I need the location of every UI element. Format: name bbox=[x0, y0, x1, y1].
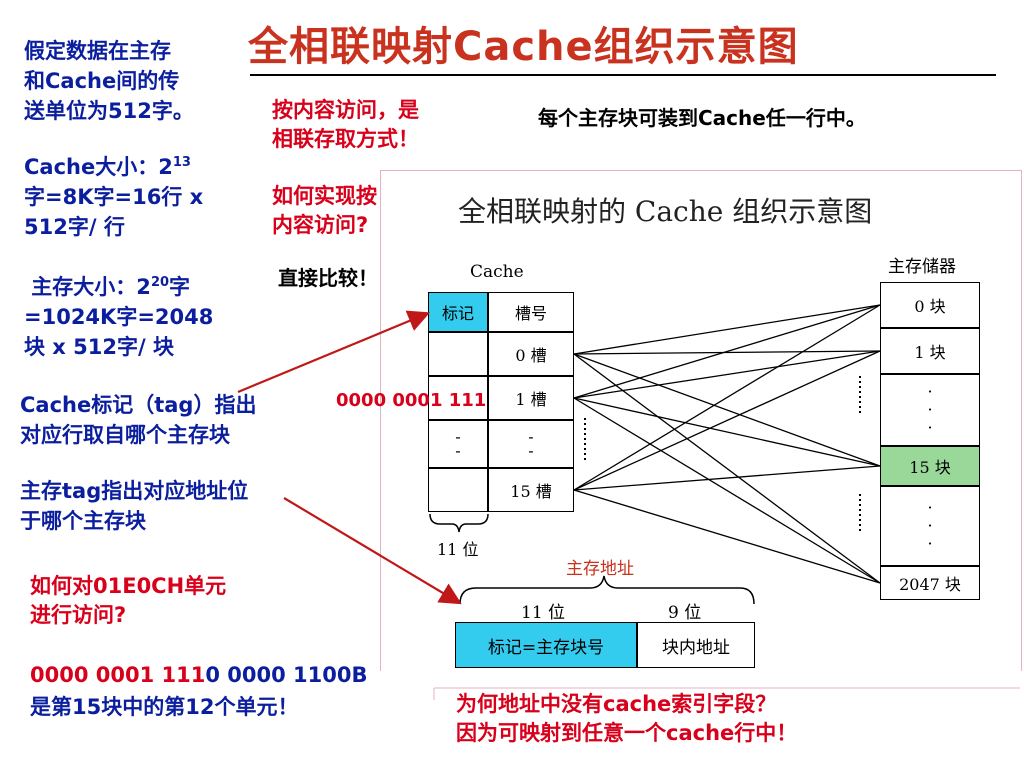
exponent: 13 bbox=[172, 155, 191, 170]
address-tag-field: 标记=主存块号 bbox=[455, 622, 637, 668]
note-any-line: 每个主存块可装到Cache任一行中。 bbox=[538, 106, 866, 130]
address-tag-width: 11 位 bbox=[521, 603, 566, 623]
address-label: 主存地址 bbox=[566, 559, 634, 579]
cache-tag-ellipsis: - - bbox=[428, 420, 488, 468]
figure-panel bbox=[380, 170, 1022, 671]
memory-ellipsis: · · · bbox=[880, 374, 980, 446]
cache-slot-15: 15 槽 bbox=[488, 468, 574, 512]
note-transfer-unit: 假定数据在主存 和Cache间的传 送单位为512字。 bbox=[24, 36, 194, 126]
address-tag-bits: 0000 0001 111 bbox=[30, 663, 206, 687]
note-line: 送单位为512字。 bbox=[24, 99, 194, 123]
note-line: 内容访问? bbox=[272, 213, 369, 237]
note-line: 进行访问? bbox=[30, 603, 127, 627]
cache-slot-1: 1 槽 bbox=[488, 376, 574, 420]
note-line: 512字/ 行 bbox=[24, 215, 125, 239]
note-line: =1024K字=2048 bbox=[24, 305, 214, 329]
direct-compare: 直接比较！ bbox=[278, 266, 378, 290]
address-binary: 0000 0001 1110 0000 1100B bbox=[30, 660, 368, 690]
memory-block-15: 15 块 bbox=[880, 446, 980, 486]
memory-block-2047: 2047 块 bbox=[880, 566, 980, 600]
question-no-index: 为何地址中没有cache索引字段？ 因为可映射到任意一个cache行中！ bbox=[456, 690, 797, 748]
note-line: 主存大小：2 bbox=[24, 275, 151, 299]
question-access: 如何对01E0CH单元 进行访问? bbox=[30, 572, 226, 630]
cache-label: Cache bbox=[470, 262, 524, 282]
note-line: 因为可映射到任意一个cache行中！ bbox=[456, 721, 798, 745]
arrow-memory-tag bbox=[283, 497, 462, 605]
note-line: 对应行取自哪个主存块 bbox=[20, 423, 230, 447]
cache-slot-ellipsis: - - bbox=[488, 420, 574, 468]
note-memory-tag: 主存tag指出对应地址位 于哪个主存块 bbox=[20, 476, 248, 536]
note-cache-tag: Cache标记（tag）指出 对应行取自哪个主存块 bbox=[20, 390, 256, 450]
memory-ellipsis: · · · bbox=[880, 486, 980, 566]
cache-tag-header: 标记 bbox=[428, 292, 488, 332]
note-memory-size: 主存大小：220字 =1024K字=2048 块 x 512字/ 块 bbox=[24, 272, 213, 362]
cache-tag-width: 11 位 bbox=[437, 540, 479, 559]
note-line: 为何地址中没有cache索引字段？ bbox=[456, 692, 777, 716]
note-line: Cache大小：2 bbox=[24, 155, 173, 179]
tag-value: 0000 0001 111 bbox=[336, 390, 487, 411]
address-offset-bits: 0 0000 1100B bbox=[205, 663, 368, 687]
exponent: 20 bbox=[150, 275, 170, 290]
address-brace bbox=[459, 575, 755, 605]
note-associative: 按内容访问，是 相联存取方式！ bbox=[272, 96, 419, 154]
memory-label: 主存储器 bbox=[888, 257, 956, 277]
note-line: 块 x 512字/ 块 bbox=[24, 335, 174, 359]
memory-block-1: 1 块 bbox=[880, 328, 980, 374]
note-line: 按内容访问，是 bbox=[272, 98, 419, 122]
address-explain: 是第15块中的第12个单元！ bbox=[30, 695, 299, 719]
cache-tag-cell bbox=[428, 376, 488, 420]
cache-slot-0: 0 槽 bbox=[488, 332, 574, 376]
memory-block-0: 0 块 bbox=[880, 282, 980, 328]
cache-tag-brace bbox=[429, 513, 489, 533]
note-line: 和Cache间的传 bbox=[24, 69, 180, 93]
note-line: 假定数据在主存 bbox=[24, 39, 171, 63]
cache-slot-header: 槽号 bbox=[488, 292, 574, 332]
note-line: 如何对01E0CH单元 bbox=[30, 574, 227, 598]
note-line: 如何实现按 bbox=[272, 184, 377, 208]
mapping-lines bbox=[573, 304, 881, 584]
page-title: 全相联映射Cache组织示意图 bbox=[248, 24, 799, 70]
dotted-markers bbox=[584, 376, 861, 534]
title-underline bbox=[250, 74, 996, 76]
note-cache-size: Cache大小：213 字=8K字=16行 x 512字/ 行 bbox=[24, 152, 203, 242]
note-line: 相联存取方式！ bbox=[272, 127, 419, 151]
note-line: Cache标记（tag）指出 bbox=[20, 393, 257, 417]
cache-tag-cell bbox=[428, 332, 488, 376]
address-offset-field: 块内地址 bbox=[637, 622, 755, 668]
note-line: 主存tag指出对应地址位 bbox=[20, 479, 249, 503]
arrow-cache-tag bbox=[237, 310, 431, 394]
note-line: 于哪个主存块 bbox=[20, 509, 146, 533]
note-line: 字 bbox=[169, 275, 191, 299]
cache-tag-cell bbox=[428, 468, 488, 512]
figure-title: 全相联映射的 Cache 组织示意图 bbox=[458, 195, 873, 228]
note-line: 字=8K字=16行 x bbox=[24, 185, 204, 209]
address-offset-width: 9 位 bbox=[668, 603, 702, 623]
question-how: 如何实现按 内容访问? bbox=[272, 182, 377, 240]
